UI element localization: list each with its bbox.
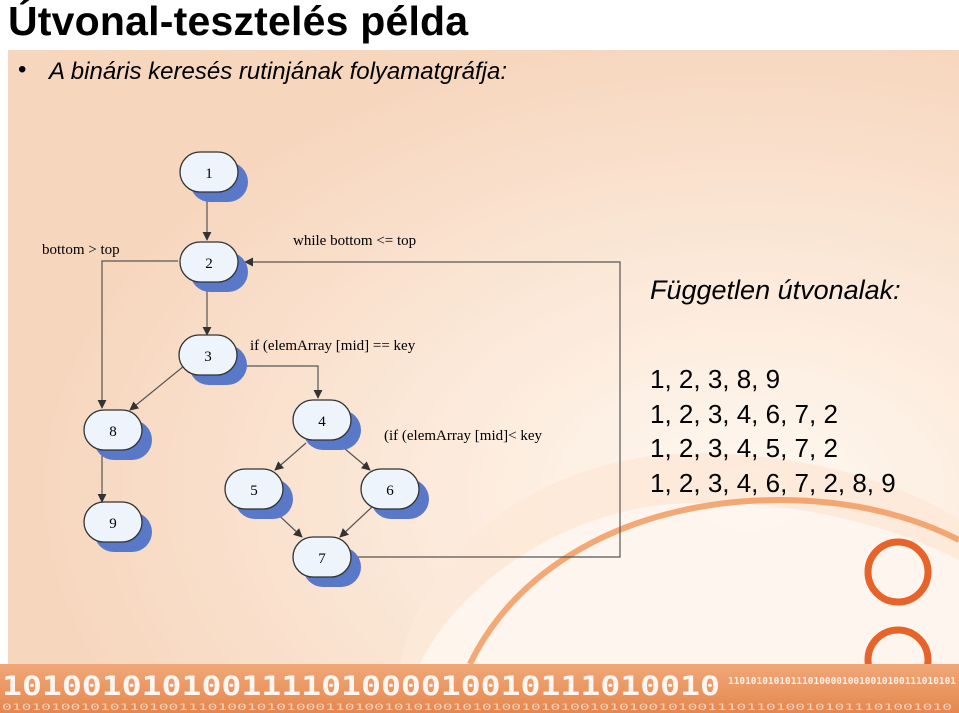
binary-text-large: 101001010100111101000010010111010010	[2, 671, 720, 702]
bottom-strip	[0, 664, 959, 713]
node-3-label: 3	[204, 349, 212, 365]
binary-text-bottom: 0101010010101101001110100101010001101001…	[2, 703, 952, 713]
edge-6-7	[339, 506, 373, 538]
independent-paths-title: Független útvonalak:	[650, 275, 901, 305]
node-1: 1	[179, 151, 248, 202]
node-7: 7	[292, 536, 361, 587]
node-9: 9	[83, 501, 152, 552]
accent-ring-upper	[864, 538, 932, 606]
binary-text-small: 1101010101011101000010010010100111010101	[728, 676, 956, 687]
slide-title: Útvonal-tesztelés példa	[8, 0, 469, 44]
node-5: 5	[224, 468, 293, 519]
edge-2-8	[97, 260, 178, 409]
node-2-label: 2	[205, 256, 213, 272]
node-2: 2	[179, 241, 248, 292]
node-6-label: 6	[386, 483, 394, 499]
independent-paths-list: 1, 2, 3, 8, 9 1, 2, 3, 4, 6, 7, 2 1, 2, …	[650, 362, 896, 500]
binary-decoration: 101001010100111101000010010111010010 110…	[2, 671, 956, 713]
edge-3-4	[225, 365, 323, 399]
node-3: 3	[178, 334, 247, 385]
label-if-less: (if (elemArray [mid]< key	[384, 428, 542, 444]
edge-4-5	[274, 442, 307, 471]
node-6: 6	[360, 468, 429, 519]
node-5-label: 5	[250, 483, 258, 499]
node-9-label: 9	[109, 516, 117, 532]
node-4-label: 4	[318, 414, 326, 430]
path-item: 1, 2, 3, 4, 6, 7, 2	[650, 398, 838, 429]
node-7-label: 7	[318, 551, 326, 567]
bullet-text: A bináris keresés rutinjának folyamatgrá…	[49, 58, 507, 85]
edge-3-8	[129, 365, 185, 411]
label-if-equal: if (elemArray [mid] == key	[250, 338, 416, 354]
edge-7-2-loop	[244, 257, 621, 558]
node-4: 4	[292, 399, 361, 450]
label-loop-exit: bottom > top	[42, 242, 120, 258]
graph-edges	[97, 190, 621, 558]
path-item: 1, 2, 3, 4, 5, 7, 2	[650, 433, 838, 463]
node-1-label: 1	[205, 166, 213, 182]
path-item: 1, 2, 3, 8, 9	[650, 364, 781, 394]
node-8: 8	[83, 409, 152, 460]
node-8-label: 8	[109, 424, 117, 440]
accent-arc	[467, 496, 959, 666]
label-loop-condition: while bottom <= top	[293, 233, 416, 249]
bullet-dot-icon: •	[18, 56, 27, 83]
path-item: 1, 2, 3, 4, 6, 7, 2, 8, 9	[650, 467, 896, 498]
